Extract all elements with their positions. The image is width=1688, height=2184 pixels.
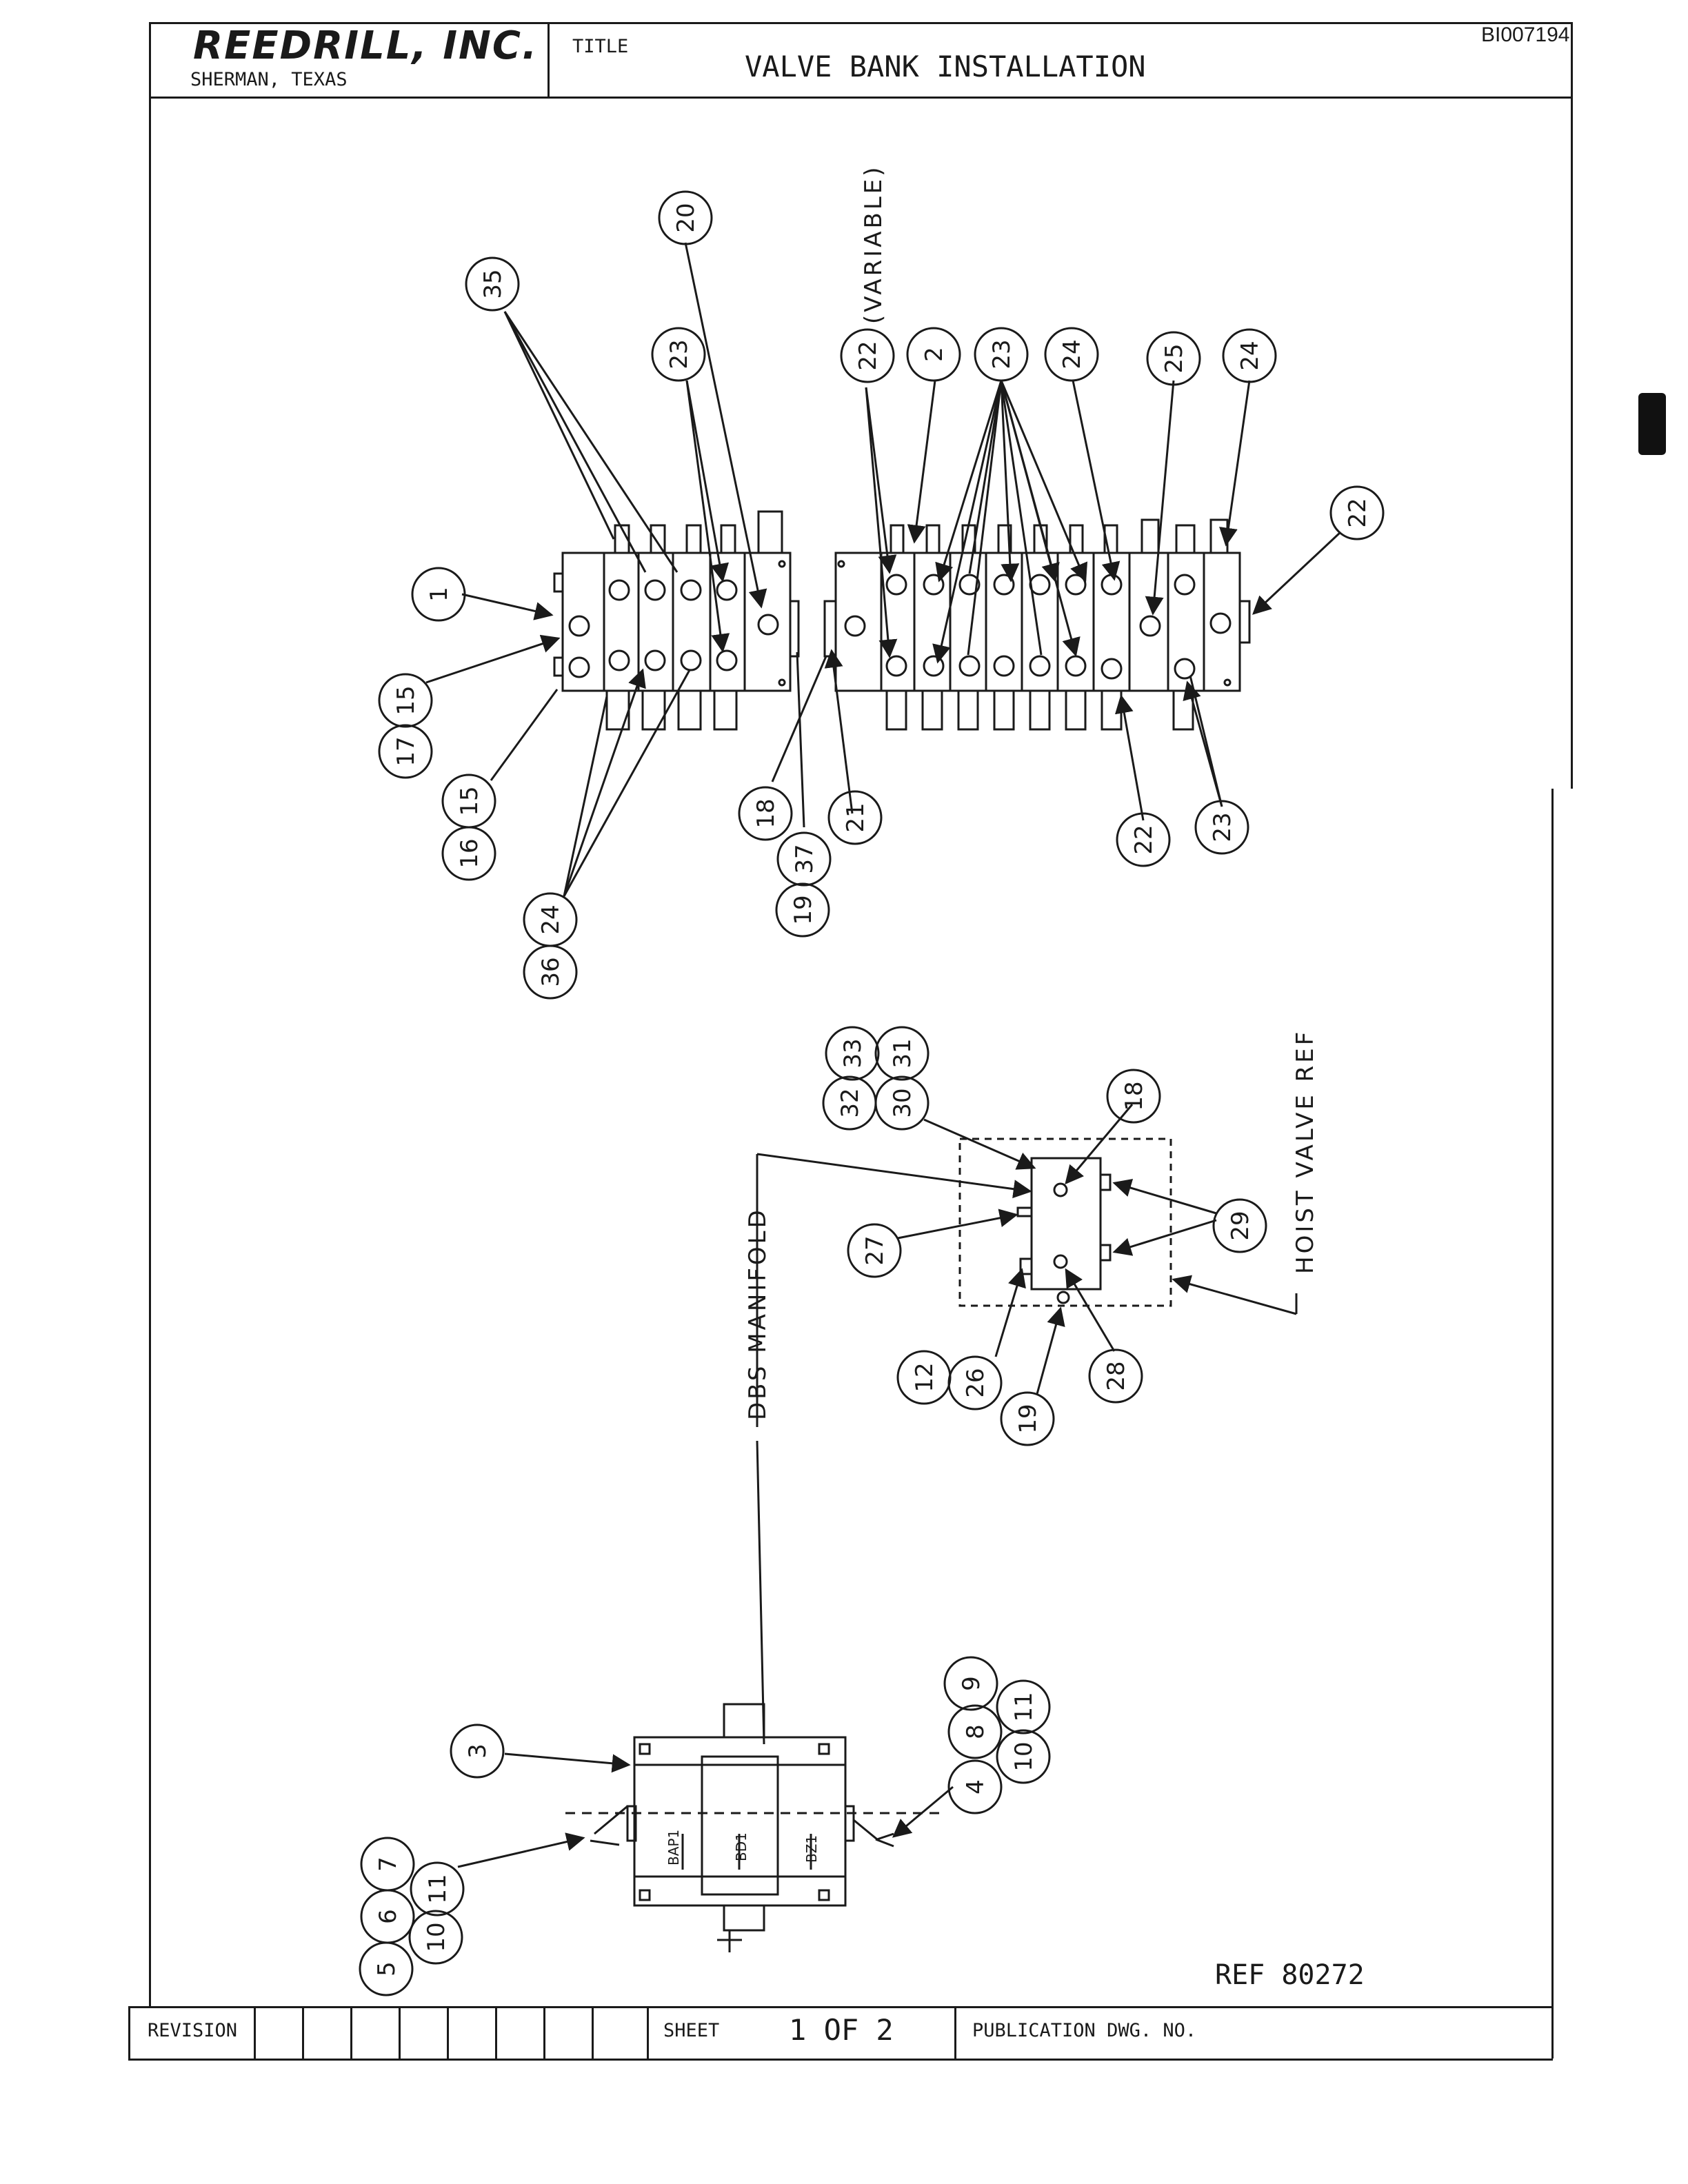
frame-right [1571,22,1573,789]
reference-number: REF 80272 [1215,1959,1365,1991]
dbs-manifold-note: DBS MANIFOLD [744,1207,772,1420]
callout-number: 5 [373,1961,401,1976]
callout-number: 10 [1010,1741,1038,1771]
title-label: TITLE [572,36,629,57]
document-id: BI007194 [1481,23,1570,46]
callout-number: 22 [1344,498,1372,527]
callout-number: 24 [1236,341,1264,370]
callout-number: 19 [790,895,817,924]
module-label: BZ1 [803,1835,820,1863]
revision-cell-divider [350,2006,352,2059]
title-divider [547,22,550,97]
footer-left [128,2006,130,2059]
lower-manifold-block [565,1703,946,1952]
callout-number: 30 [889,1088,916,1118]
callout-number: 7 [374,1857,402,1872]
callout-bubbles [359,190,1385,1996]
callout-numbers: 35 20 23 22 2 23 24 25 24 22 1 15 17 15 … [373,203,1372,1976]
hoist-valve-assembly [958,1138,1172,1307]
leader-lines [425,242,1342,1868]
revision-cell-divider [399,2006,401,2059]
callout-number: 28 [1103,1361,1130,1391]
callout-number: 6 [374,1909,402,1924]
callout-number: 9 [958,1676,985,1691]
callout-number: 32 [836,1088,864,1118]
left-valve-bank [553,510,800,731]
frame-left [149,22,151,2006]
callout-number: 11 [424,1874,452,1903]
callout-number: 35 [479,269,507,299]
callout-number: 22 [1130,825,1158,854]
callout-number: 2 [921,347,948,362]
callout-number: 37 [791,844,818,873]
revision-cell-divider [254,2006,256,2059]
variable-note: (VARIABLE) [860,164,887,324]
hoist-valve-ref-note: HOIST VALVE REF [1292,1029,1319,1274]
callout-number: 26 [962,1368,989,1397]
callout-number: 23 [988,339,1016,369]
company-name: REEDRILL, INC. [193,23,539,68]
callout-number: 25 [1160,343,1188,373]
callout-number: 24 [1058,339,1086,369]
callout-number: 24 [537,904,565,934]
title-block-bottom [149,97,1572,99]
callout-number: 1 [425,587,453,602]
callout-number: 18 [752,798,780,828]
callout-number: 10 [423,1922,450,1952]
callout-number: 8 [962,1724,989,1739]
footer-right [1551,2006,1554,2059]
callout-number: 12 [911,1362,938,1392]
callout-number: 29 [1227,1211,1254,1240]
callout-number: 23 [1209,812,1236,842]
module-label: BD1 [733,1832,750,1861]
callout-number: 36 [537,957,565,987]
sheet-value: 1 OF 2 [789,2013,894,2047]
revision-cell-divider [543,2006,545,2059]
callout-number: 4 [962,1779,989,1794]
right-valve-bank [823,518,1251,731]
module-label: BAP1 [665,1830,682,1866]
publication-divider [954,2006,956,2059]
callout-number: 3 [464,1743,492,1759]
callout-number: 23 [665,339,693,369]
callout-number: 15 [392,685,420,715]
callout-number: 27 [861,1235,889,1265]
callout-number: 17 [392,736,420,766]
publication-label: PUBLICATION DWG. NO. [972,2020,1197,2041]
frame-top [149,22,1572,24]
revision-label: REVISION [148,2020,238,2041]
callout-number: 19 [1014,1404,1042,1433]
scan-ink-mark [1638,393,1666,455]
callout-number: 18 [1121,1081,1148,1111]
callout-number: 31 [889,1038,916,1068]
revision-cell-divider [302,2006,304,2059]
sheet-divider [647,2006,649,2059]
footer-bottom [128,2059,1553,2061]
frame-right-lower [1551,789,1554,2006]
company-location: SHERMAN, TEXAS [190,69,348,90]
revision-cell-divider [592,2006,594,2059]
callout-number: 22 [854,341,882,370]
callout-number: 11 [1010,1692,1038,1721]
revision-cell-divider [447,2006,449,2059]
footer-top [128,2006,1553,2008]
callout-number: 15 [456,786,483,816]
sheet-label: SHEET [663,2020,720,2041]
callout-number: 21 [842,802,870,832]
callout-number: 33 [839,1038,867,1068]
drawing-title: VALVE BANK INSTALLATION [745,50,1146,83]
callout-number: 16 [456,838,483,868]
callout-number: 20 [672,203,700,232]
revision-cell-divider [495,2006,497,2059]
